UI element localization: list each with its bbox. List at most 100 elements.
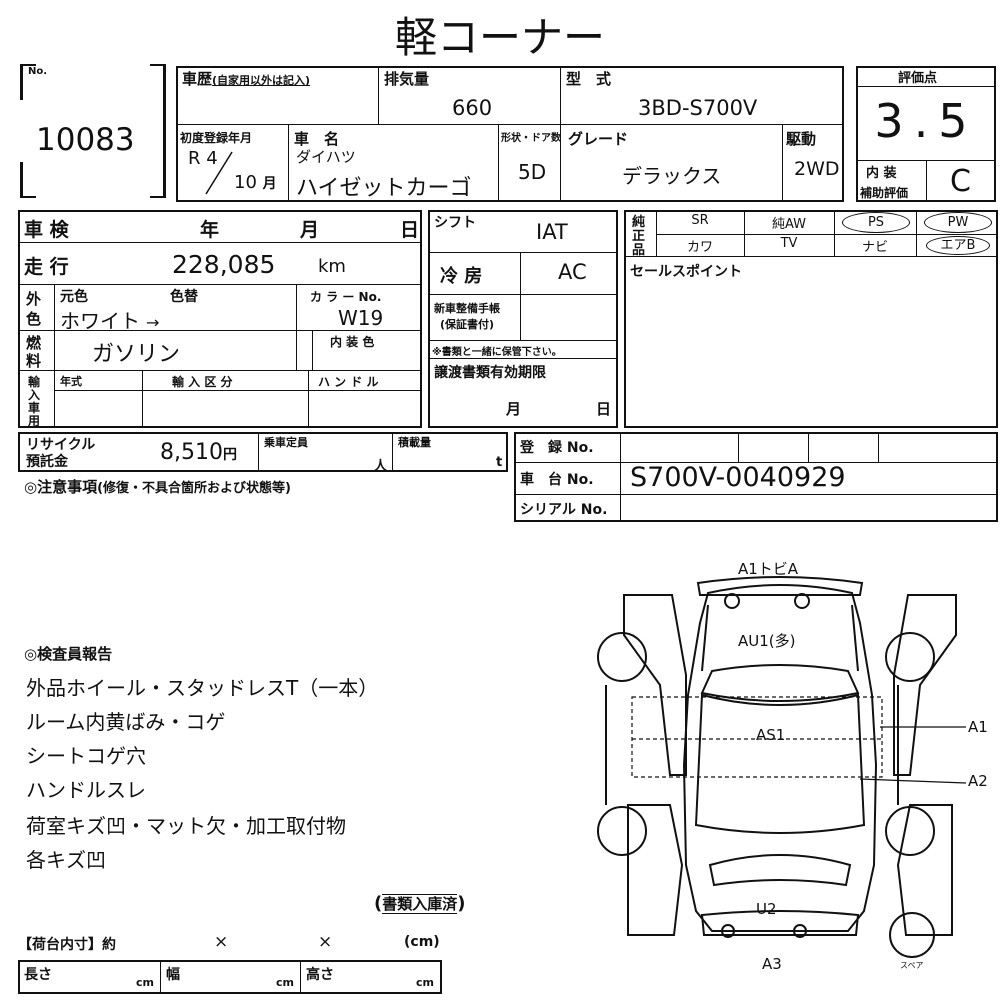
option-tv: TV <box>780 236 798 251</box>
interior-label-2: 補助評価 <box>860 186 909 200</box>
color-orig-label: 元色 <box>60 289 88 305</box>
color-side-1: 外 <box>26 290 42 308</box>
color-orig-value: ホワイト→ <box>60 309 160 333</box>
first-reg-month: 10 月 <box>234 172 277 193</box>
docs-stamp: (書類入庫済) <box>374 893 466 914</box>
report-line-6: 各キズ凹 <box>26 848 106 872</box>
import-handle-label: ハ ン ド ル <box>318 375 379 389</box>
serial-label: シリアル No. <box>520 502 608 518</box>
manual-label-2: (保証書付) <box>440 318 495 331</box>
inspection-year: 年 <box>200 219 220 241</box>
car-diagram <box>597 576 967 958</box>
doors-label: 形状・ドア数 <box>501 133 561 144</box>
import-side-2: 入 <box>28 388 41 402</box>
interior-label: 内 装 <box>866 166 897 181</box>
report-line-1: 外品ホイール・スタッドレスT（一本） <box>26 676 379 700</box>
capacity-label: 乗車定員 <box>264 436 308 449</box>
import-side-1: 輸 <box>28 375 41 389</box>
diagram-au-label: AU1(多) <box>738 632 796 650</box>
cargo-length-label: 長さ <box>24 967 52 983</box>
transfer-month: 月 <box>506 400 522 418</box>
grade-label: グレード <box>568 130 629 148</box>
fuel-side-1: 燃 <box>26 334 42 352</box>
rating-label: 評価点 <box>898 71 938 86</box>
inspection-month: 月 <box>300 219 320 241</box>
first-reg-label: 初度登録年月 <box>180 131 253 145</box>
grade-value: デラックス <box>622 164 722 188</box>
doors-value: 5D <box>518 160 547 184</box>
fuel-side-2: 料 <box>26 352 42 370</box>
page-title: 軽コーナー <box>394 13 605 62</box>
drive-label: 駆動 <box>786 130 817 148</box>
rating-value: 3.5 <box>874 94 978 148</box>
import-side-3: 車 <box>28 401 41 415</box>
options-side-3: 品 <box>632 243 646 258</box>
manual-note: ※書類と一緒に保管下さい。 <box>432 347 562 358</box>
fuel-value: ガソリン <box>92 342 181 367</box>
shift-label: シフト <box>434 215 476 231</box>
options-side-2: 正 <box>632 229 646 244</box>
diagram-top-label: A1トビA <box>738 560 799 578</box>
details-table <box>18 210 422 428</box>
color-side-2: 色 <box>26 310 42 328</box>
color-change-label: 色替 <box>170 289 198 305</box>
import-type-label: 輸 入 区 分 <box>172 375 233 389</box>
report-line-4: ハンドルスレ <box>26 778 146 802</box>
report-line-3: シートコゲ穴 <box>26 744 146 768</box>
drive-value: 2WD <box>794 158 840 180</box>
import-year-label: 年式 <box>60 375 82 388</box>
car-maker: ダイハツ <box>296 148 356 166</box>
no-bracket <box>20 64 166 198</box>
options-table <box>624 210 998 428</box>
diagram-a1-label: A1 <box>968 718 988 736</box>
ac-label: 冷 房 <box>440 266 483 287</box>
cargo-table <box>18 960 442 994</box>
first-reg-era: R 4 <box>188 148 218 169</box>
recycle-label-2: 預託金 <box>26 454 68 470</box>
mileage-unit: km <box>318 256 346 277</box>
transfer-day: 日 <box>596 400 612 418</box>
transfer-label: 譲渡書類有効期限 <box>434 365 546 381</box>
color-code-value: W19 <box>338 306 384 330</box>
report-title: ◎検査員報告 <box>24 645 113 663</box>
load-label: 積載量 <box>398 436 431 449</box>
cargo-title: 【荷台内寸】約 <box>18 937 116 953</box>
report-line-5: 荷室キズ凹・マット欠・加工取付物 <box>26 814 346 838</box>
mileage-label: 走 行 <box>24 256 69 278</box>
cargo-times-2: × <box>318 932 333 952</box>
recycle-value: 8,510円 <box>160 440 237 465</box>
displacement-label: 排気量 <box>384 70 430 88</box>
chassis-value: S700V-0040929 <box>630 462 846 493</box>
cargo-width-cm: cm <box>276 976 294 989</box>
registration-label: 登 録 No. <box>520 440 594 456</box>
option-sr: SR <box>691 213 709 228</box>
no-value: 10083 <box>36 122 135 158</box>
interior-color-label: 内 装 色 <box>330 335 375 349</box>
no-label: No. <box>28 66 48 77</box>
interior-value: C <box>950 164 971 199</box>
history-label: 車歴(自家用以外は記入) <box>182 70 311 88</box>
option-pw: PW <box>924 212 992 233</box>
first-reg-slash <box>205 151 233 195</box>
option-navi: ナビ <box>861 240 888 255</box>
cargo-times-1: × <box>214 932 229 952</box>
options-side-1: 純 <box>632 215 646 230</box>
diagram-a2-label: A2 <box>968 772 988 790</box>
displacement-value: 660 <box>452 96 493 120</box>
diagram-spare-label: スペア <box>900 961 924 970</box>
diagram-u2-label: U2 <box>756 900 777 918</box>
model-code-value: 3BD-S700V <box>638 96 758 120</box>
mileage-value: 228,085 <box>172 250 276 279</box>
ac-value: AC <box>558 260 587 284</box>
header-table <box>176 66 844 202</box>
manual-label: 新車整備手帳 <box>434 302 500 315</box>
cargo-height-cm: cm <box>416 976 434 989</box>
cargo-height-label: 高さ <box>306 967 334 983</box>
cargo-width-label: 幅 <box>166 967 180 983</box>
option-ps: PS <box>842 212 910 233</box>
recycle-label: リサイクル <box>26 437 96 453</box>
chassis-label: 車 台 No. <box>520 472 594 488</box>
diagram-a3-label: A3 <box>762 955 782 973</box>
capacity-unit: 人 <box>374 459 388 474</box>
middle-table <box>428 210 618 428</box>
